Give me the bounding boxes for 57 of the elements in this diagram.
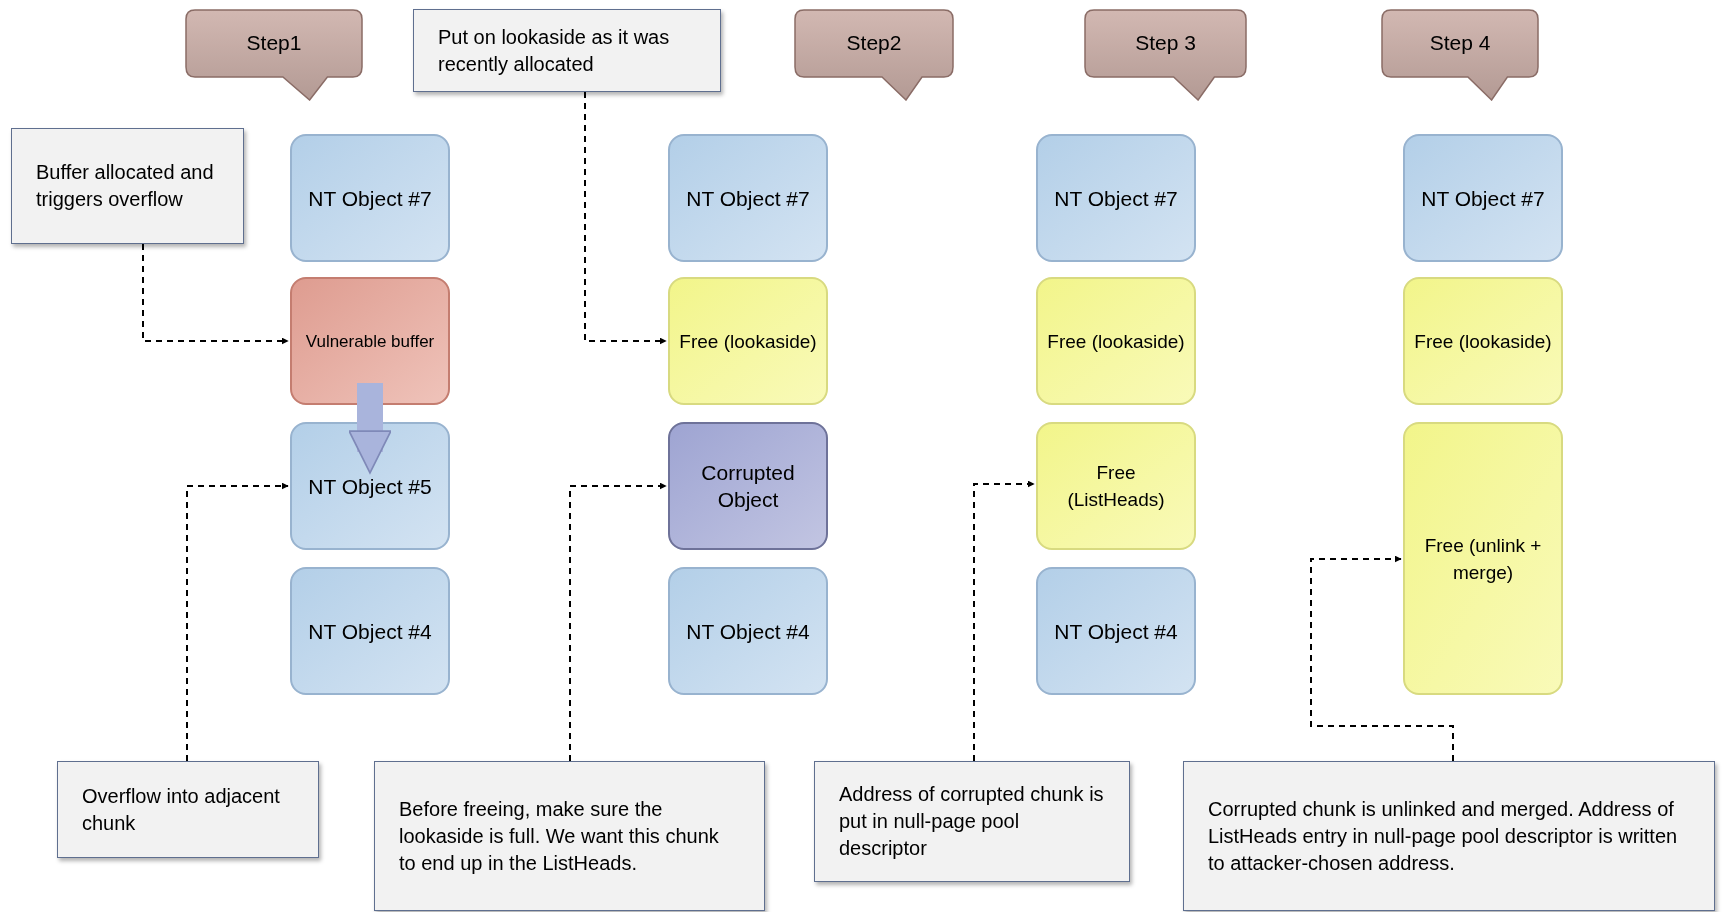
memory-chunk <box>1403 277 1563 405</box>
note-text: Buffer allocated and triggers overflow <box>35 160 215 212</box>
memory-chunk <box>1036 134 1196 262</box>
memory-chunk <box>1403 134 1563 262</box>
memory-chunk <box>668 567 828 695</box>
note-box <box>374 761 765 911</box>
chunk-label: NT Object #4 <box>307 618 433 645</box>
memory-chunk <box>1036 277 1196 405</box>
chunk-label: Corrupted Object <box>700 460 796 513</box>
chunk-label: Free (lookaside) <box>1413 329 1553 354</box>
dashed-arrow <box>584 91 667 345</box>
chunk-label: NT Object #7 <box>685 185 811 212</box>
memory-chunk <box>1036 422 1196 550</box>
chunk-label: NT Object #4 <box>1053 618 1179 645</box>
note-text: Corrupted chunk is unlinked and merged. Address of ListHeads entry in null-page pool descriptor is written to attacker-chosen address. <box>1207 796 1679 876</box>
memory-chunk <box>1403 422 1563 695</box>
memory-chunk <box>668 277 828 405</box>
speech-bubble <box>794 9 954 101</box>
note-text: Overflow into adjacent chunk <box>81 783 281 836</box>
dashed-arrow <box>569 482 667 762</box>
chunk-label: NT Object #4 <box>685 618 811 645</box>
chunk-label: NT Object #5 <box>307 473 433 500</box>
memory-chunk <box>290 567 450 695</box>
step-label: Step 3 <box>1135 30 1196 56</box>
chunk-label: Free (lookaside) <box>1046 329 1186 354</box>
note-box <box>1183 761 1715 911</box>
chunk-label: NT Object #7 <box>307 185 433 212</box>
memory-chunk <box>668 134 828 262</box>
note-box <box>11 128 244 244</box>
speech-bubble <box>185 9 363 101</box>
memory-chunk <box>290 422 450 550</box>
dashed-arrow <box>973 480 1035 762</box>
note-box <box>413 9 721 92</box>
memory-chunk <box>1036 567 1196 695</box>
dashed-arrow <box>186 482 289 762</box>
block-arrow <box>348 383 392 474</box>
step-label: Step 4 <box>1429 30 1491 56</box>
chunk-label: Vulnerable buffer <box>304 330 436 353</box>
memory-chunk <box>290 277 450 405</box>
memory-chunk <box>290 134 450 262</box>
note-box <box>57 761 319 858</box>
step-label: Step1 <box>246 30 302 56</box>
chunk-label: Free (unlink + merge) <box>1423 533 1543 585</box>
step-label: Step2 <box>846 30 902 56</box>
chunk-label: Free (lookaside) <box>678 329 818 354</box>
chunk-label: Free (ListHeads) <box>1066 461 1166 512</box>
chunk-label: NT Object #7 <box>1420 185 1546 212</box>
dashed-arrow <box>142 243 289 345</box>
memory-chunk <box>668 422 828 550</box>
note-box <box>814 761 1130 882</box>
speech-bubble <box>1084 9 1247 101</box>
note-text: Put on lookaside as it was recently allocated <box>437 24 671 77</box>
note-text: Address of corrupted chunk is put in null-page pool descriptor <box>838 782 1105 861</box>
chunk-label: NT Object #7 <box>1053 185 1179 212</box>
dashed-arrow <box>1310 555 1454 762</box>
speech-bubble <box>1381 9 1539 101</box>
note-text: Before freeing, make sure the lookaside is full. We want this chunk to end up in the ListHeads. <box>398 796 720 876</box>
